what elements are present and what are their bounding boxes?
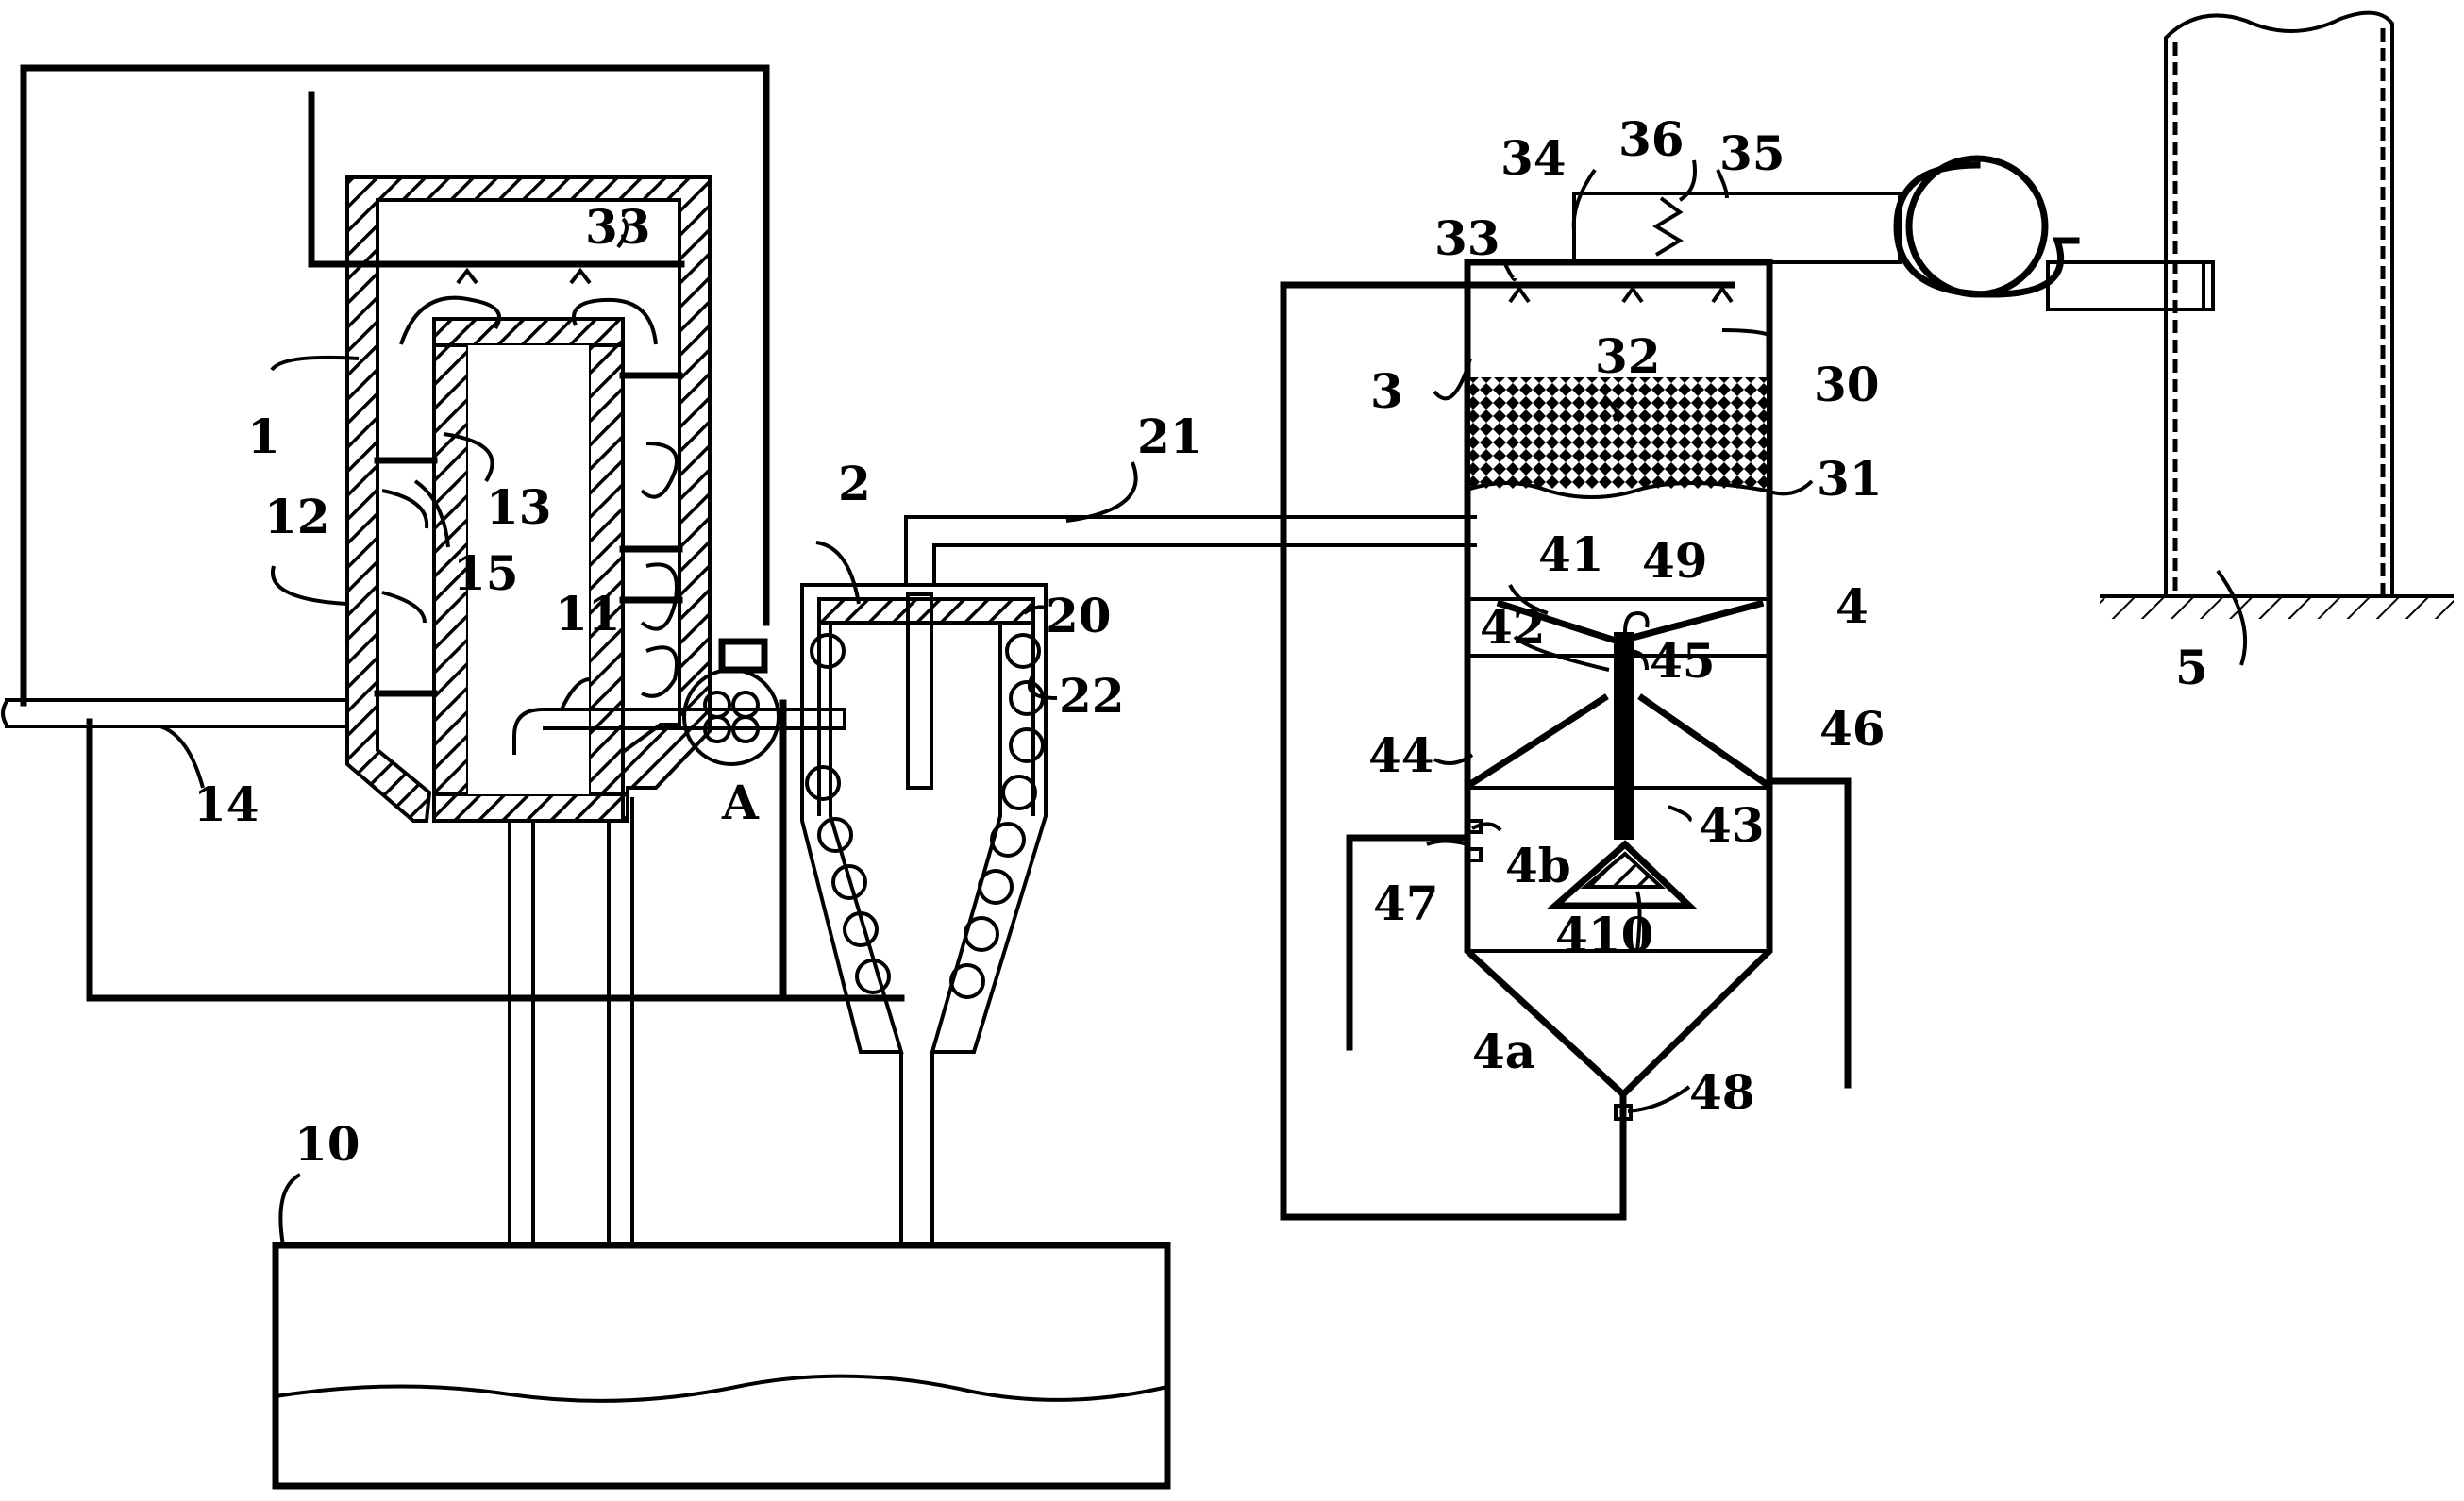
label-4a: 4a xyxy=(1472,1024,1535,1079)
label-4b: 4b xyxy=(1505,838,1571,893)
label-48: 48 xyxy=(1689,1064,1755,1120)
label-30: 30 xyxy=(1814,357,1880,412)
leader-lines xyxy=(159,159,2248,1246)
label-33-left: 33 xyxy=(585,199,651,255)
label-10: 10 xyxy=(294,1116,360,1172)
scrubber-column xyxy=(1280,259,1852,1221)
label-2: 2 xyxy=(838,456,871,511)
pipe-21 xyxy=(904,515,1477,585)
label-12: 12 xyxy=(264,489,330,544)
label-22: 22 xyxy=(1059,668,1125,724)
label-35: 35 xyxy=(1719,125,1785,181)
drain-pipes-1 xyxy=(508,797,634,1245)
label-14: 14 xyxy=(193,776,260,832)
label-a: A xyxy=(721,775,760,830)
label-44: 44 xyxy=(1368,727,1434,783)
label-49: 49 xyxy=(1642,533,1708,589)
label-5: 5 xyxy=(2175,640,2208,695)
label-21: 21 xyxy=(1137,409,1203,464)
label-41: 41 xyxy=(1538,526,1604,582)
pump-a xyxy=(679,638,846,766)
label-45: 45 xyxy=(1650,633,1716,689)
tank-10 xyxy=(272,1242,1171,1490)
label-31: 31 xyxy=(1817,451,1883,507)
label-20: 20 xyxy=(1046,588,1112,643)
label-47: 47 xyxy=(1373,876,1439,931)
label-36: 36 xyxy=(1618,111,1685,167)
label-46: 46 xyxy=(1819,701,1886,757)
label-1: 1 xyxy=(247,409,280,464)
label-13: 13 xyxy=(486,479,552,535)
label-33-right: 33 xyxy=(1434,210,1500,266)
label-32: 32 xyxy=(1595,328,1661,384)
label-11: 11 xyxy=(555,586,621,642)
inlet-pipe-14 xyxy=(1,698,347,728)
label-43: 43 xyxy=(1699,797,1765,853)
label-410: 410 xyxy=(1555,907,1653,962)
chimney-5 xyxy=(2100,10,2454,619)
vessel-1 xyxy=(308,91,712,823)
label-34: 34 xyxy=(1500,130,1567,186)
label-42: 42 xyxy=(1480,599,1546,655)
label-4: 4 xyxy=(1835,578,1869,634)
cyclone-2 xyxy=(800,583,1048,1245)
label-15: 15 xyxy=(453,545,519,601)
label-3: 3 xyxy=(1370,363,1403,419)
reference-labels: 1 2 3 4 5 10 11 12 13 14 15 20 21 22 30 … xyxy=(193,111,2208,1172)
